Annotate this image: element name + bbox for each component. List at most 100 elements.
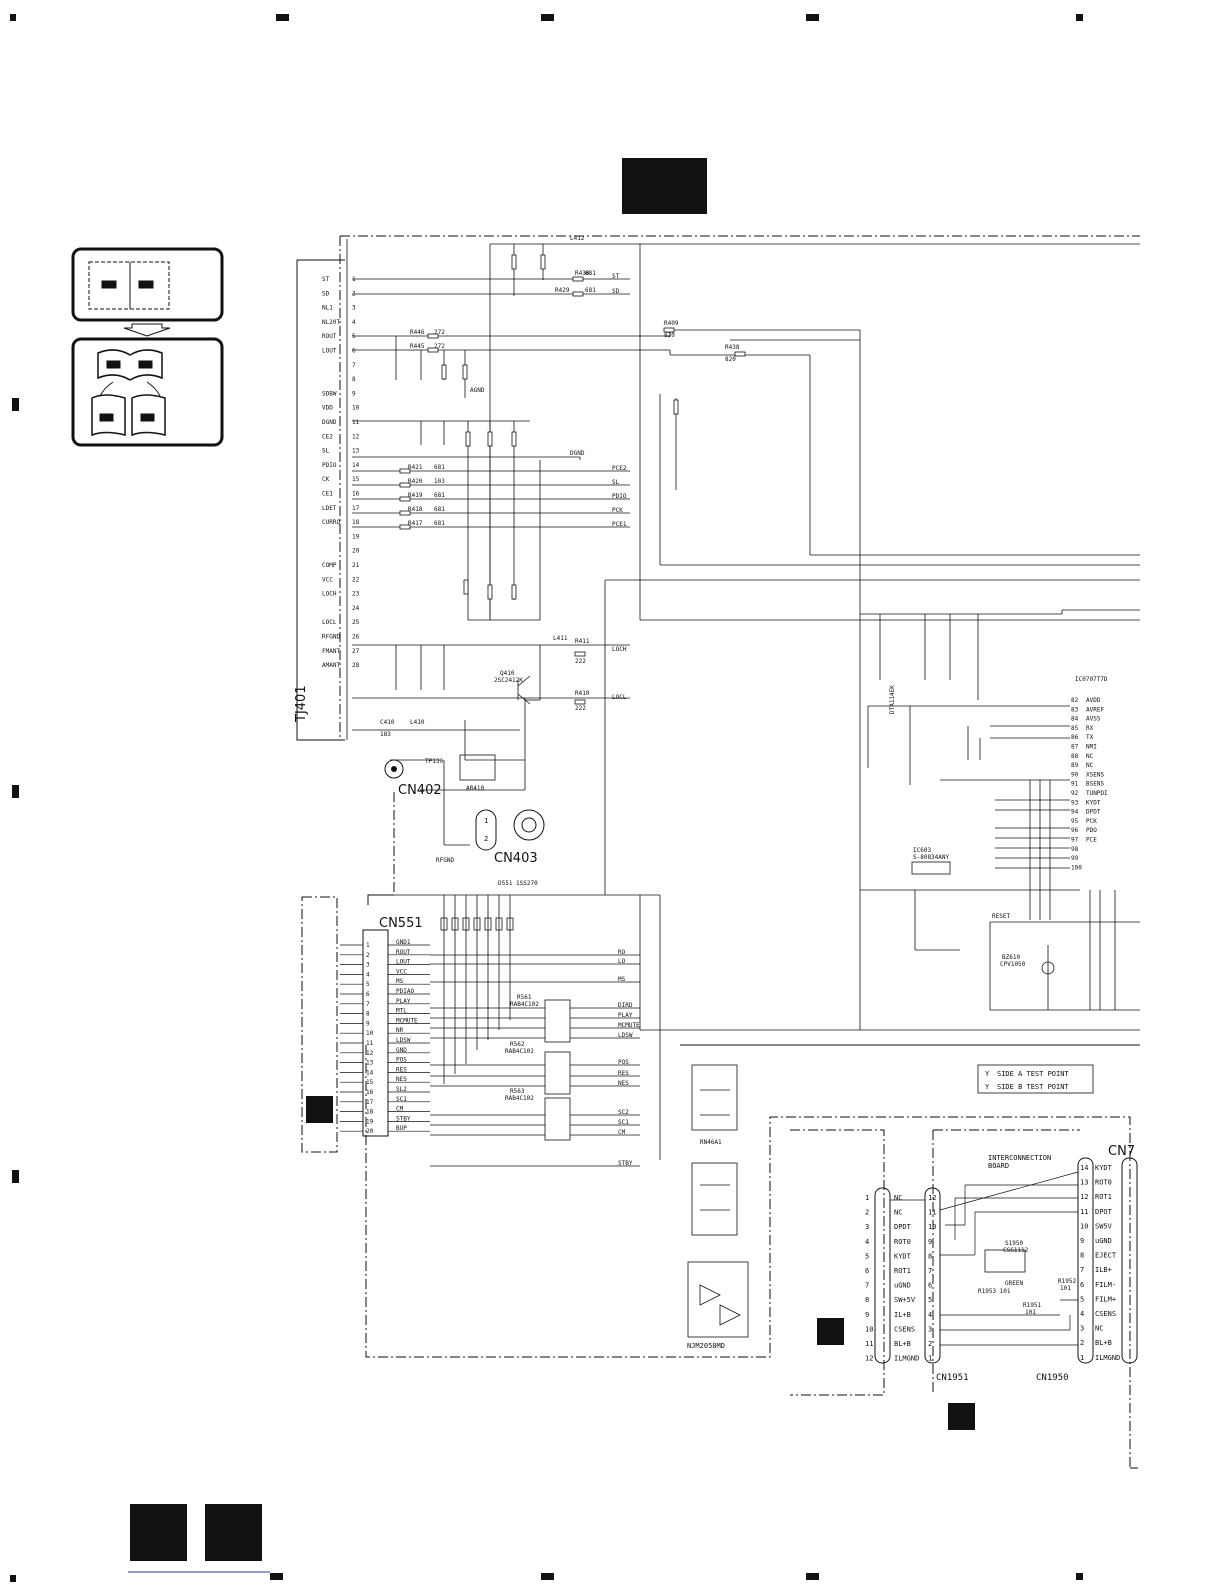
- mcu-pin-label: TUNPDI: [1086, 790, 1108, 797]
- cn1951-pin-label: DPDT: [894, 1223, 912, 1231]
- cn1950-pin-number: 2: [1080, 1339, 1084, 1347]
- cn1951-pin-label: SW+5V: [894, 1296, 916, 1304]
- svg-text:1: 1: [484, 817, 488, 825]
- svg-text:C410: C410: [380, 719, 395, 726]
- tuner-pin-number: 4: [352, 319, 356, 326]
- cn551-right-signals: ROLOMSDIRDPLAYMCMUTELDSWPOSRESNESSC2SC1C…: [430, 949, 640, 1167]
- small-ic-packages: [687, 1064, 749, 1338]
- tuner-pin-number: 7: [352, 362, 356, 369]
- tuner-pin-label: DGND: [322, 419, 337, 426]
- tuner-pin-number: 10: [352, 405, 360, 412]
- tuner-pin-label: SDBW: [322, 390, 337, 397]
- cn403-label: CN403: [494, 851, 538, 866]
- mcu-pin-label: XSENS: [1086, 771, 1104, 778]
- svg-text:R420: R420: [408, 478, 423, 485]
- agnd-label: AGND: [470, 387, 485, 394]
- cn551-pin-label: ROUT: [396, 949, 411, 956]
- mcu-pin-label: RX: [1086, 725, 1094, 732]
- svg-text:R409: R409: [664, 320, 679, 327]
- cn1951-pin-label: NC: [894, 1194, 902, 1202]
- cn1950-pin-number: 11: [1080, 1208, 1088, 1216]
- tuner-pin-number: 3: [352, 305, 356, 312]
- svg-text:R419: R419: [408, 492, 423, 499]
- mcu-pin-label: AVSS: [1086, 716, 1101, 723]
- board-boundaries: [296, 235, 1140, 1469]
- cn1951-pin-number: 1: [928, 1355, 932, 1363]
- cn1951-left-pin-number: 10: [865, 1325, 873, 1333]
- svg-text:681: 681: [585, 287, 596, 294]
- cn551-signal-label: SC1: [618, 1119, 629, 1126]
- cn1951-pin-label: ILMGND: [894, 1355, 919, 1363]
- cn551-signal-label: PLAY: [618, 1012, 633, 1019]
- green-label: GREEN: [1005, 1280, 1023, 1287]
- tuner-pin-number: 28: [352, 662, 360, 669]
- tuner-signal-label: SL: [612, 479, 620, 486]
- mcu-pin-number: 86: [1071, 734, 1079, 741]
- mcu-pin-number: 96: [1071, 827, 1079, 834]
- cn1951-left-pin-number: 6: [865, 1267, 869, 1275]
- tuner-pin-number: 9: [352, 390, 356, 397]
- cn1950-pin-label: EJECT: [1095, 1252, 1117, 1260]
- cn551-pin-label: BUP: [396, 1125, 407, 1132]
- cn1951-pin-number: 3: [928, 1325, 932, 1333]
- tuner-pin-column: 1ST2SD3NL14NL20T5ROUT6LOUT789SDBW10VDD11…: [322, 276, 360, 669]
- svg-text:R417: R417: [408, 520, 423, 527]
- mcu-pin-label: AVDD: [1086, 697, 1101, 704]
- cn551-pin-number: 8: [366, 1011, 370, 1018]
- cn551-pin-number: 16: [366, 1089, 374, 1096]
- njm2058md-label: NJM2058MD: [687, 1342, 725, 1350]
- svg-text:820: 820: [664, 332, 675, 339]
- tuner-resistors: [399, 254, 746, 705]
- mcu-pin-number: 89: [1071, 762, 1079, 769]
- mcu-pin-label: PCK: [1086, 818, 1097, 825]
- tp130-label: TP130: [425, 758, 443, 765]
- mcu-pin-number: 100: [1071, 864, 1082, 871]
- cn1951-pin-number: 9: [928, 1238, 932, 1246]
- svg-text:222: 222: [575, 658, 586, 665]
- cn1950-pin-number: 3: [1080, 1325, 1084, 1333]
- cn7-connector: [1121, 1157, 1138, 1364]
- tuner-pin-number: 1: [352, 276, 356, 283]
- mcu-pin-number: 98: [1071, 846, 1079, 853]
- cn551-pin-label: NR: [396, 1027, 404, 1034]
- q410-transistor: [517, 675, 531, 705]
- rn46a1-label: RN46A1: [700, 1139, 722, 1146]
- cn1951-pin-label: NC: [894, 1209, 902, 1217]
- cn551-pin-label: PDIAO: [396, 988, 414, 995]
- tuner-signal-label: SD: [612, 288, 620, 295]
- tuner-signal-label: LOCL: [612, 694, 627, 701]
- tuner-pin-number: 8: [352, 376, 356, 383]
- tuner-pin-label: VDD: [322, 405, 333, 412]
- cn551-pin-label: LDSW: [396, 1037, 411, 1044]
- cn1951-pin-label: ROT1: [894, 1267, 911, 1275]
- cn402-jack: [384, 759, 404, 779]
- page-layout-legend: [71, 247, 224, 447]
- cn551-signal-label: NES: [618, 1080, 629, 1087]
- svg-text:R438: R438: [725, 344, 740, 351]
- board-marker-c: [948, 1403, 975, 1430]
- cn1950-pin-label: FILM-: [1095, 1281, 1116, 1289]
- cn1950-pin-label: SW5V: [1095, 1222, 1113, 1230]
- tuner-pin-number: 19: [352, 533, 360, 540]
- svg-text:681: 681: [434, 492, 445, 499]
- cn551-pin-label: STBY: [396, 1115, 411, 1122]
- cn551-board-marker: [306, 1096, 333, 1123]
- cn1951-pin-number: 5: [928, 1296, 932, 1304]
- cn551-signal-label: MS: [618, 976, 626, 983]
- cn1951-pin-label: BL+B: [894, 1340, 911, 1348]
- mcu-pin-label: BSENS: [1086, 781, 1104, 788]
- cn1950-pin-label: KYDT: [1095, 1164, 1113, 1172]
- svg-text:R418: R418: [408, 506, 423, 513]
- cn551-pin-number: 1: [366, 942, 370, 949]
- tuner-pin-label: RFGND: [322, 634, 340, 641]
- cn1951-pin-number: 7: [928, 1267, 932, 1275]
- cn1950-pin-label: ROT0: [1095, 1179, 1112, 1187]
- cn551-label: CN551: [379, 916, 423, 931]
- test-point-legend: [977, 1064, 1094, 1094]
- svg-text:R429: R429: [555, 287, 570, 294]
